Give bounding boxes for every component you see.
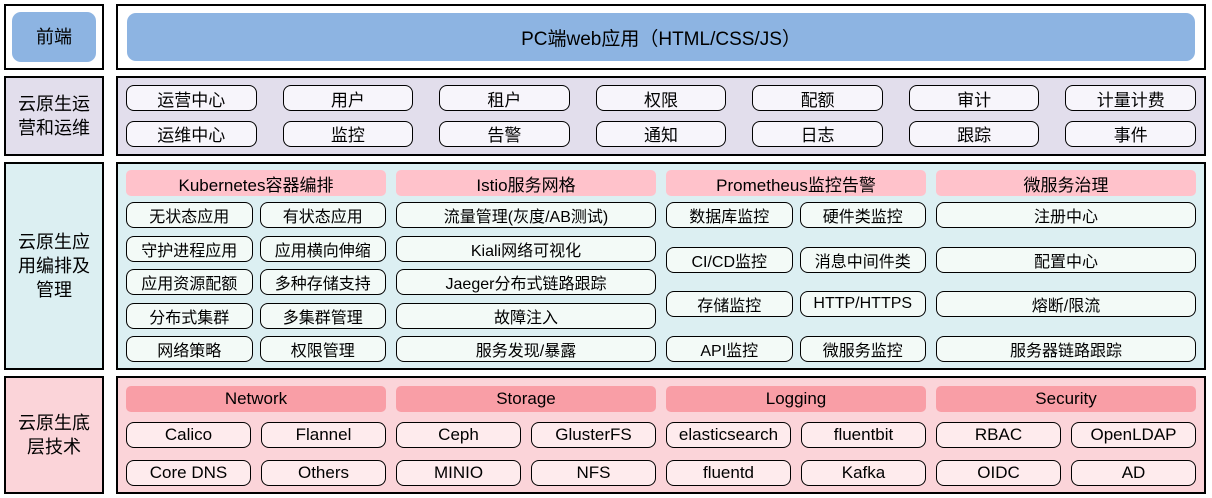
column-header: Security [936, 386, 1196, 412]
orchestration-item-box: 守护进程应用 [126, 235, 253, 262]
orchestration-item-box: 权限管理 [259, 336, 386, 362]
column-items: 注册中心配置中心熔断/限流服务器链路跟踪 [936, 202, 1196, 362]
ops-item-box: 权限 [595, 85, 727, 111]
column-header: Network [126, 386, 386, 412]
infrastructure-item-box: fluentbit [801, 422, 926, 448]
orchestration-item-box: 配置中心 [936, 246, 1196, 273]
orchestration-column: Istio服务网格流量管理(灰度/AB测试) Kiali网络可视化 Jaeger分布… [396, 170, 656, 362]
column-header: Prometheus监控告警 [666, 170, 926, 196]
column-items: RBAC OpenLDAP OIDC AD [936, 422, 1196, 486]
orchestration-item-box: 多种存储支持 [259, 269, 386, 295]
column-header: Logging [666, 386, 926, 412]
ops-item-box: 计量计费 [1065, 85, 1196, 111]
ops-item-box: 配额 [752, 85, 883, 111]
infrastructure-item-box: NFS [531, 460, 656, 486]
orchestration-item-box: 分布式集群 [126, 302, 253, 329]
infrastructure-item-box: elasticsearch [666, 422, 791, 448]
ops-item-box: 告警 [439, 120, 570, 147]
ops-item-box: 运维中心 [126, 120, 257, 147]
frontend-label: 前端 [12, 12, 96, 62]
column-header: Storage [396, 386, 656, 412]
infrastructure-item-box: Calico [126, 422, 251, 448]
orchestration-column: Kubernetes容器编排无状态应用有状态应用守护进程应用应用横向伸缩应用资源… [126, 170, 386, 362]
infrastructure-item-box: fluentd [666, 460, 791, 486]
column-header: 微服务治理 [936, 170, 1196, 196]
orchestration-item-box: 多集群管理 [259, 302, 386, 329]
orchestration-item-box: 数据库监控 [666, 202, 793, 228]
infrastructure-column: Logging elasticsearch fluentbit fluentd Kafk… [666, 386, 926, 486]
orchestration-item-box: Jaeger分布式链路跟踪 [396, 269, 656, 295]
orchestration-item-box: 故障注入 [396, 302, 656, 329]
orchestration-item-box: 流量管理(灰度/AB测试) [396, 202, 656, 228]
orchestration-item-box: 服务发现/暴露 [396, 336, 656, 362]
orchestration-item-box: 应用资源配额 [126, 269, 253, 295]
infrastructure-item-box: Flannel [261, 422, 386, 448]
orchestration-item-box: 消息中间件类 [799, 246, 926, 273]
infrastructure-label-box: 云原生底层技术 [4, 376, 104, 494]
ops-item-box: 用户 [282, 85, 414, 111]
column-items: 流量管理(灰度/AB测试) Kiali网络可视化 Jaeger分布式链路跟踪故障注入… [396, 202, 656, 362]
ops-item-box: 运营中心 [126, 85, 257, 111]
orchestration-item-box: HTTP/HTTPS [799, 291, 926, 318]
infrastructure-item-box: OpenLDAP [1071, 422, 1196, 448]
infrastructure-item-box: Core DNS [126, 460, 251, 486]
infrastructure-item-box: RBAC [936, 422, 1061, 448]
ops-item-box: 跟踪 [908, 120, 1040, 147]
ops-item-box: 审计 [908, 85, 1040, 111]
infrastructure-item-box: AD [1071, 460, 1196, 486]
ops-item-box: 租户 [439, 85, 570, 111]
infrastructure-item-box: Ceph [396, 422, 521, 448]
ops-item-box: 通知 [595, 120, 727, 147]
orchestration-item-box: 网络策略 [126, 336, 253, 362]
infrastructure-item-box: OIDC [936, 460, 1061, 486]
column-header: Kubernetes容器编排 [126, 170, 386, 196]
infrastructure-item-box: Others [261, 460, 386, 486]
orchestration-item-box: 存储监控 [666, 291, 793, 318]
orchestration-item-box: 注册中心 [936, 202, 1196, 228]
orchestration-item-box: 有状态应用 [259, 202, 386, 228]
orchestration-item-box: 熔断/限流 [936, 291, 1196, 318]
orchestration-label-box: 云原生应用编排及管理 [4, 162, 104, 370]
web-app-box: PC端web应用（HTML/CSS/JS） [127, 13, 1195, 61]
column-items: Ceph GlusterFS MINIO NFS [396, 422, 656, 486]
orchestration-item-box: 服务器链路跟踪 [936, 335, 1196, 362]
orchestration-item-box: 微服务监控 [799, 335, 926, 362]
ops-item-box: 日志 [752, 120, 883, 147]
column-header: Istio服务网格 [396, 170, 656, 196]
infrastructure-item-box: Kafka [801, 460, 926, 486]
orchestration-container: Kubernetes容器编排无状态应用有状态应用守护进程应用应用横向伸缩应用资源… [116, 162, 1206, 370]
ops-item-box: 监控 [282, 120, 414, 147]
ops-label-box: 云原生运营和运维 [4, 76, 104, 156]
orchestration-item-box: Kiali网络可视化 [396, 235, 656, 262]
ops-container: 运营中心用户租户权限配额审计计量计费运维中心监控告警通知日志跟踪事件 [116, 76, 1206, 156]
ops-item-box: 事件 [1065, 120, 1196, 147]
orchestration-item-box: 无状态应用 [126, 202, 253, 228]
frontend-label-box: 前端 [4, 4, 104, 70]
column-items: 无状态应用有状态应用守护进程应用应用横向伸缩应用资源配额多种存储支持分布式集群多… [126, 202, 386, 362]
orchestration-item-box: 硬件类监控 [799, 202, 926, 228]
infrastructure-item-box: GlusterFS [531, 422, 656, 448]
orchestration-item-box: 应用横向伸缩 [259, 235, 386, 262]
infrastructure-item-box: MINIO [396, 460, 521, 486]
frontend-container: PC端web应用（HTML/CSS/JS） [116, 4, 1206, 70]
orchestration-column: 微服务治理注册中心配置中心熔断/限流服务器链路跟踪 [936, 170, 1196, 362]
orchestration-item-box: CI/CD监控 [666, 246, 793, 273]
column-items: elasticsearch fluentbit fluentd Kafka [666, 422, 926, 486]
orchestration-item-box: API监控 [666, 335, 793, 362]
